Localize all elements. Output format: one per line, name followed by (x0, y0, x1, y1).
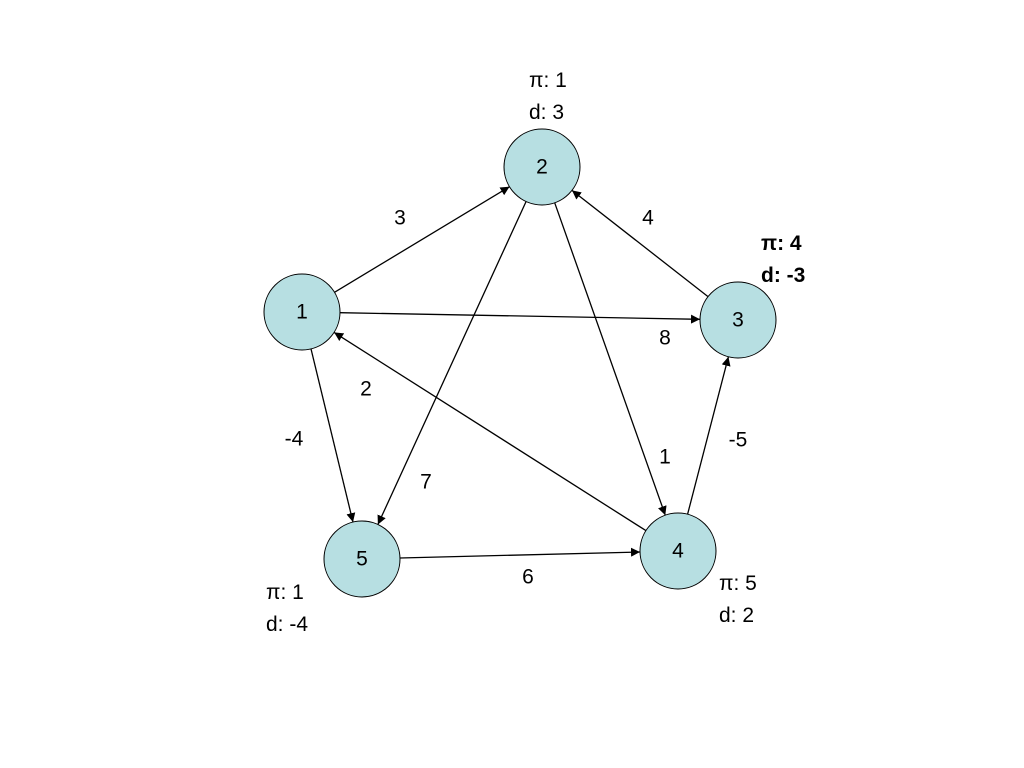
node-4-circle (639, 512, 717, 590)
node-2-annotation: π: 1 d: 3 (529, 65, 567, 129)
node-2-circle (503, 128, 581, 206)
edge-4-to-1 (333, 331, 647, 532)
edge-2-to-5 (377, 201, 527, 525)
node-4-annotation: π: 5 d: 2 (719, 568, 757, 632)
node-5-label: 5 (356, 548, 368, 571)
node-3: 3 (699, 281, 777, 359)
edge-3-to-2 (571, 189, 709, 298)
node-4-d: d: 2 (719, 604, 755, 627)
node-2-label: 2 (536, 156, 548, 179)
node-3-circle (699, 281, 777, 359)
edge-weight-2-to-4: 1 (659, 446, 671, 469)
node-2-pi: π: 1 (529, 69, 567, 92)
edge-2-to-4 (554, 202, 667, 516)
node-3-pi: π: 4 (761, 232, 802, 255)
node-5: 5 (323, 520, 401, 598)
edge-5-to-4 (399, 547, 641, 559)
edge-weight-1-to-5: -4 (285, 428, 304, 451)
node-3-annotation: π: 4 d: -3 (761, 228, 805, 292)
edge-1-to-3 (339, 312, 701, 324)
node-5-d: d: -4 (266, 613, 309, 636)
edge-1-to-5 (310, 348, 356, 523)
edges: 3 8 -4 7 1 4 2 -5 6 (285, 186, 748, 589)
nodes: 1 2 3 4 5 (263, 128, 777, 598)
edge-4-to-3 (686, 356, 731, 515)
edge-weight-2-to-5: 7 (420, 471, 432, 494)
node-5-circle (323, 520, 401, 598)
node-4: 4 (639, 512, 717, 590)
edge-weight-1-to-3: 8 (659, 327, 671, 350)
edge-weight-1-to-2: 3 (394, 207, 406, 230)
node-2-d: d: 3 (529, 101, 565, 124)
edge-weight-3-to-2: 4 (642, 207, 654, 230)
edge-weight-4-to-1: 2 (360, 378, 372, 401)
edge-weight-5-to-4: 6 (522, 566, 534, 589)
node-4-pi: π: 5 (719, 572, 757, 595)
node-5-annotation: π: 1 d: -4 (266, 577, 308, 641)
node-4-label: 4 (672, 540, 684, 563)
node-1-circle (263, 273, 341, 351)
node-2: 2 (503, 128, 581, 206)
edge-weight-4-to-3: -5 (729, 429, 748, 452)
edge-1-to-2 (334, 186, 510, 293)
node-1-label: 1 (296, 301, 308, 324)
node-1: 1 (263, 273, 341, 351)
node-3-d: d: -3 (761, 264, 806, 287)
node-3-label: 3 (732, 309, 744, 332)
node-5-pi: π: 1 (266, 581, 304, 604)
